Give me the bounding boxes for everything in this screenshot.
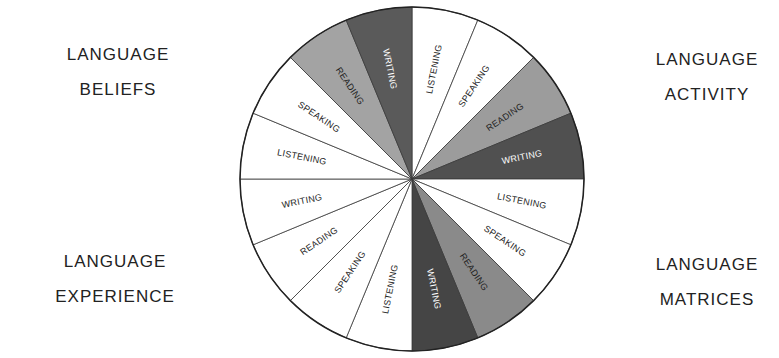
quadrant-label: LANGUAGE EXPERIENCE bbox=[55, 244, 175, 314]
quadrant-label: LANGUAGE BELIEFS bbox=[67, 37, 169, 107]
quadrant-label: LANGUAGE MATRICES bbox=[656, 247, 758, 317]
quadrant-label: LANGUAGE ACTIVITY bbox=[656, 42, 758, 112]
wheel-sectors bbox=[240, 7, 584, 351]
wheel-rim bbox=[240, 7, 584, 351]
